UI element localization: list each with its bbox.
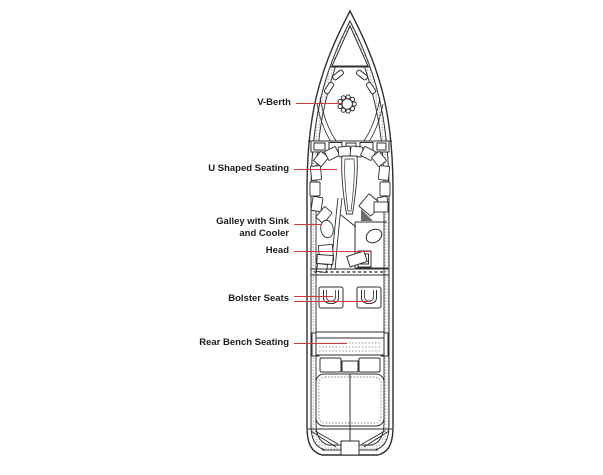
label-bolster-seats: Bolster Seats [228, 293, 289, 304]
leader-line-bolster-seats-2 [294, 301, 371, 302]
label-v-berth: V-Berth [257, 97, 291, 108]
bolster-seat-right [356, 286, 382, 309]
bow-anchor-locker [323, 24, 377, 95]
head-toilet-icon [365, 228, 383, 244]
label-galley-with-sink-and-cooler: Galley with Sink and Cooler [216, 216, 289, 239]
u-shaped-seating-area [309, 145, 391, 224]
label-rear-bench-seating: Rear Bench Seating [199, 337, 289, 348]
leader-line-bolster-seats-1 [294, 296, 333, 297]
cockpit-dash-band [311, 250, 389, 276]
stern-sun-pad [315, 373, 385, 427]
label-head: Head [265, 245, 289, 256]
leader-line-v-berth [296, 103, 341, 104]
rear-bench-seating-area [311, 331, 389, 373]
bolster-seats [318, 286, 382, 309]
bolster-seat-left [318, 286, 344, 309]
transom-area [308, 426, 392, 456]
label-u-shaped-seating: U Shaped Seating [208, 163, 289, 174]
leader-line-galley-with-sink-and-cooler [294, 224, 322, 225]
galley-sink-icon [320, 219, 334, 239]
leader-line-rear-bench-seating [294, 343, 347, 344]
leader-line-head [294, 251, 371, 252]
engine-hatch-icon [340, 440, 360, 456]
leader-line-u-shaped-seating [294, 169, 337, 170]
